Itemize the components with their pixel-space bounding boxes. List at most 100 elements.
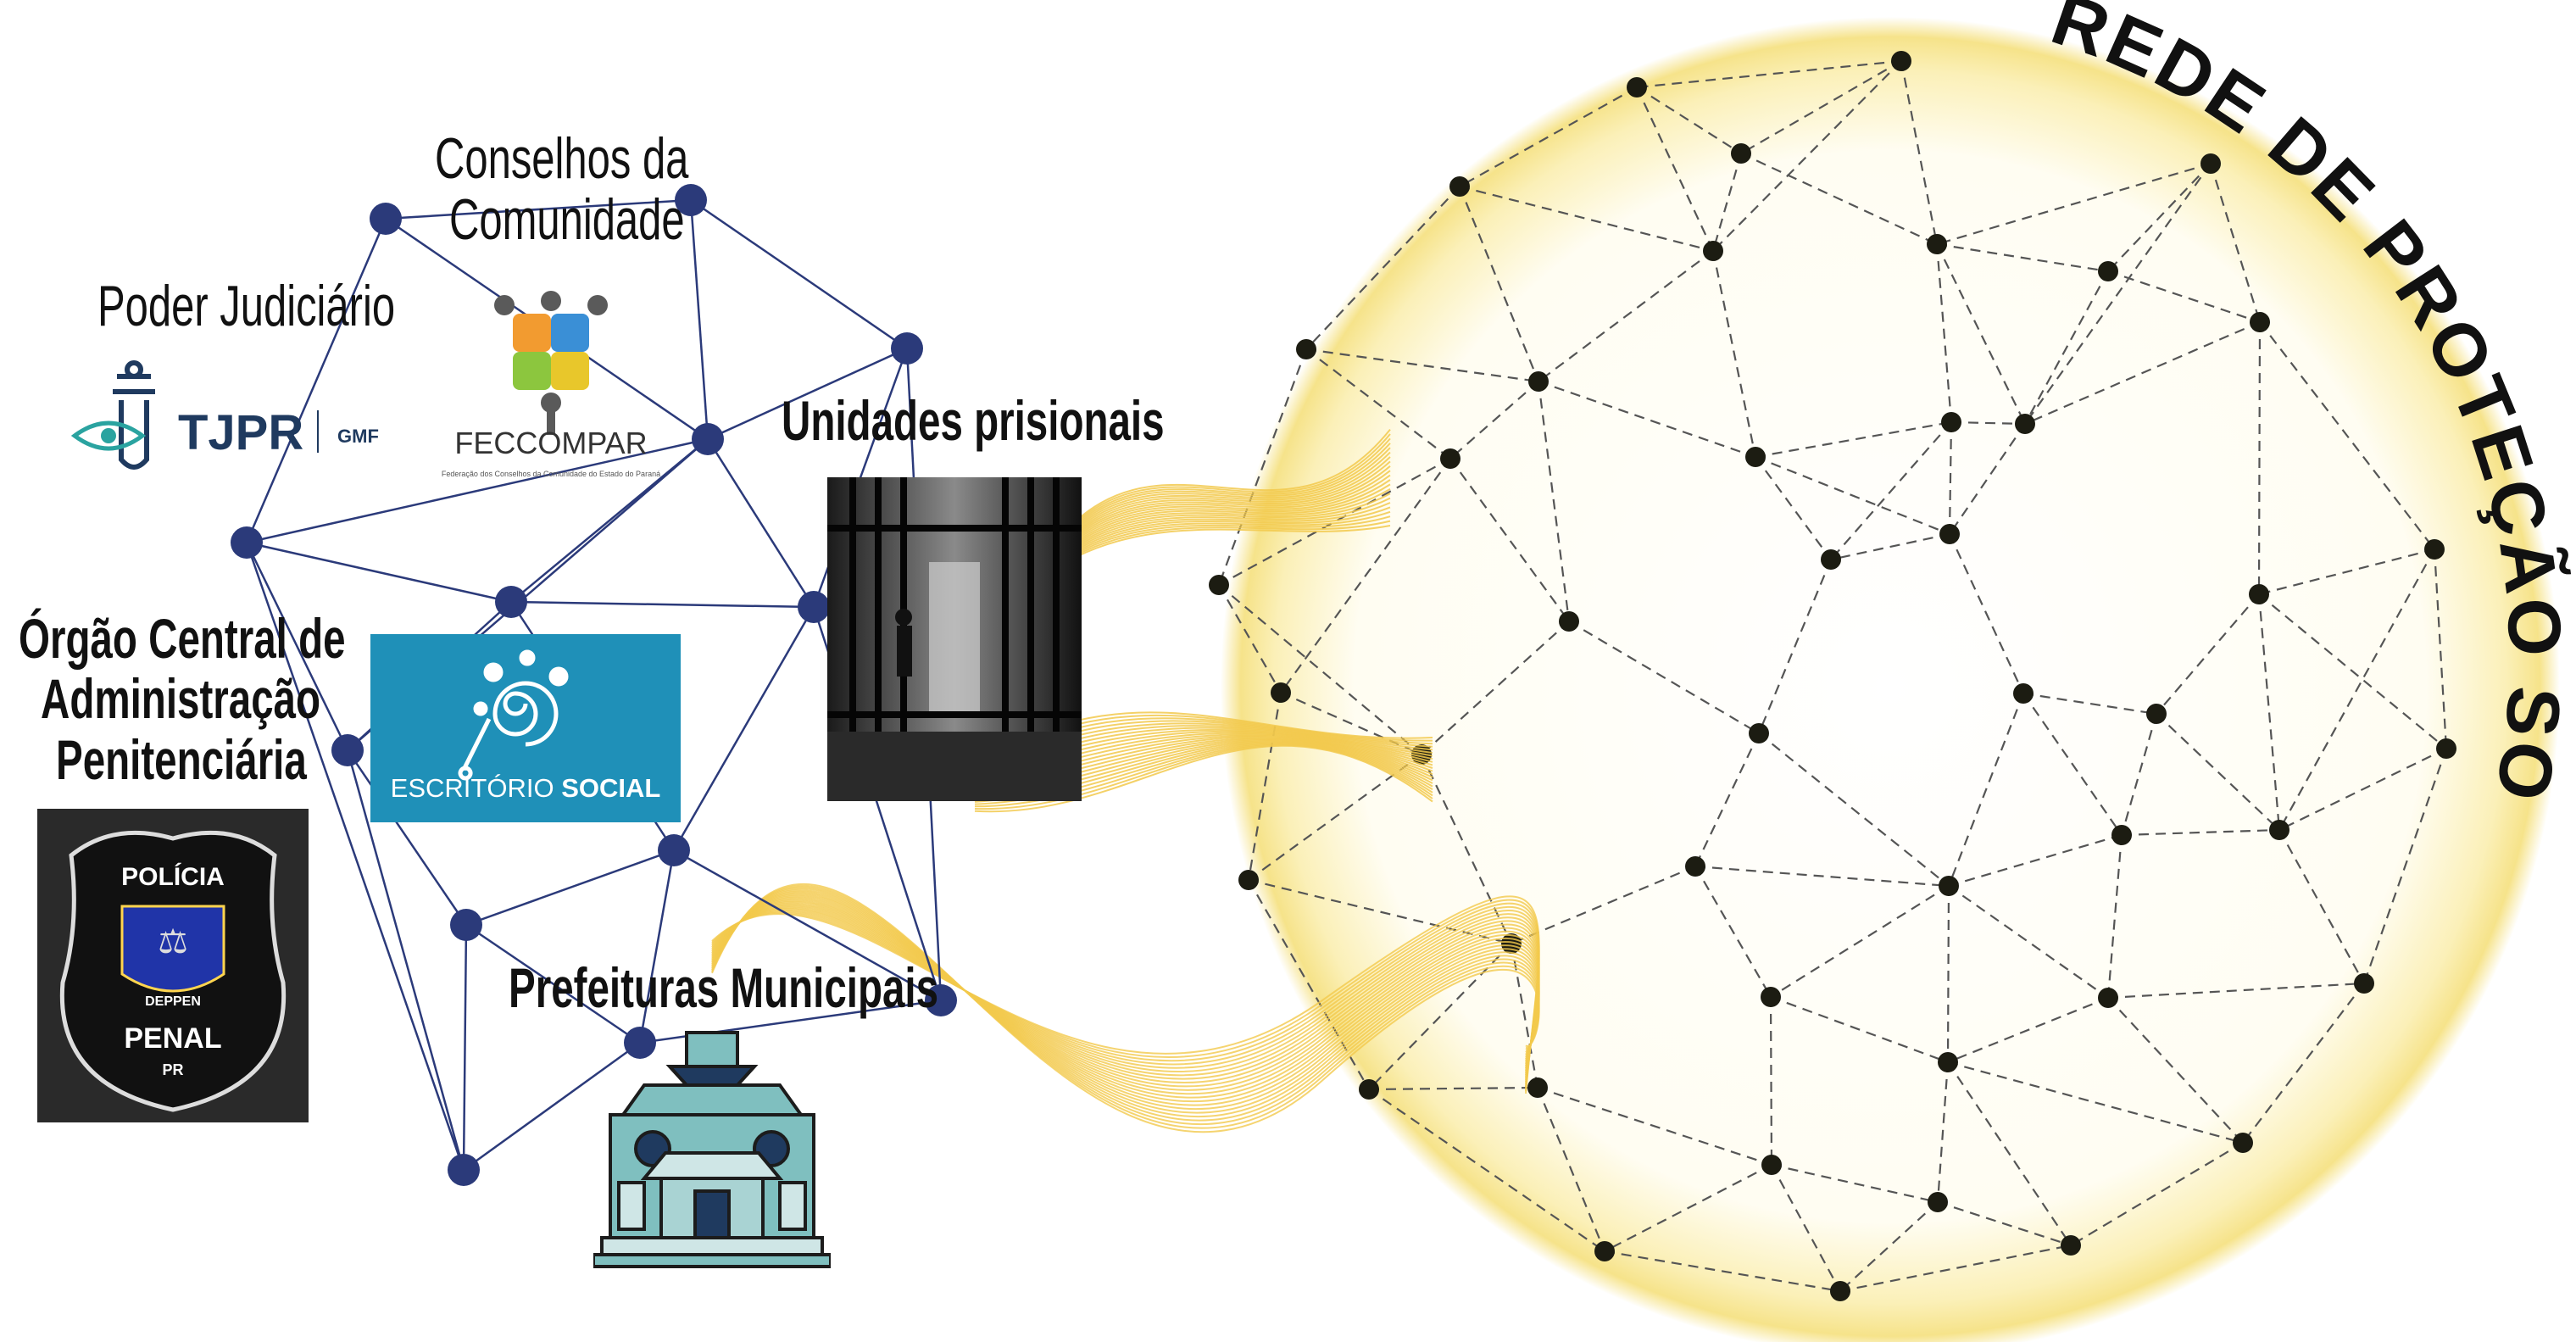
protection-edge	[1757, 559, 1833, 734]
institution-edge	[465, 849, 675, 927]
protection-node	[2098, 261, 2118, 281]
institution-edge	[245, 542, 465, 1171]
protection-edge	[1830, 421, 1952, 560]
protection-edge	[1947, 996, 2109, 1064]
institution-edge	[510, 438, 709, 603]
protection-node	[1749, 723, 1769, 743]
protection-edge	[1900, 60, 1939, 245]
protection-edge	[2259, 321, 2435, 550]
institution-edge	[246, 437, 709, 544]
protection-edge	[2024, 320, 2261, 426]
city-hall-icon	[593, 1031, 831, 1268]
circle-title: REDE DE PROTEÇÃO SOCIAL	[0, 0, 2574, 810]
protection-node	[1528, 371, 1549, 392]
protection-edge	[1280, 458, 1451, 693]
protection-node	[2436, 738, 2456, 759]
protection-edge	[1740, 153, 1938, 245]
protection-edge	[1947, 693, 2025, 887]
protection-node	[1209, 575, 1229, 595]
protection-edge	[1948, 885, 2109, 999]
label-prefeituras: Prefeituras Municipais	[509, 956, 939, 1019]
protection-edge	[1769, 996, 1773, 1166]
institution-edge	[385, 198, 692, 220]
wave-line	[974, 744, 1433, 813]
protection-node	[1559, 611, 1579, 632]
protection-node	[1938, 1052, 1958, 1072]
institution-node	[495, 586, 527, 618]
protection-edge	[2107, 270, 2261, 324]
protection-node	[1761, 987, 1781, 1007]
protection-edge	[1839, 1244, 2072, 1293]
protection-node	[2354, 973, 2374, 994]
protection-edge	[1947, 1061, 2072, 1246]
protection-edge	[2209, 163, 2262, 323]
institution-edge	[690, 198, 908, 350]
protection-edge	[1538, 380, 1756, 459]
protection-edge	[1305, 348, 1539, 383]
protection-node	[2146, 704, 2167, 724]
protection-edge	[1218, 458, 1451, 586]
wave-line	[974, 743, 1433, 810]
protection-node	[1891, 51, 1911, 71]
escritorio-social-logo: ESCRITÓRIO SOCIAL	[370, 634, 681, 822]
protection-edge	[1368, 1089, 1605, 1252]
spiral-icon	[458, 649, 569, 781]
institution-edge	[673, 849, 942, 1002]
pr-text: PR	[162, 1061, 183, 1078]
institution-edge	[245, 542, 349, 751]
protection-edge	[1770, 885, 1950, 998]
protection-node	[1449, 176, 1470, 197]
protection-edge	[1949, 533, 2024, 694]
protection-edge	[1459, 185, 1714, 253]
institution-node	[370, 203, 402, 235]
protection-edge	[1604, 1250, 1841, 1293]
institution-edge	[463, 1041, 641, 1172]
label-orgao-line2: Administração	[41, 667, 321, 730]
protection-edge	[1946, 885, 1950, 1063]
prison-cell-photo	[827, 477, 1082, 801]
protection-edge	[1536, 1087, 1606, 1252]
protection-edge	[1305, 186, 1460, 350]
institution-node	[231, 526, 263, 559]
institution-node	[891, 332, 923, 365]
protection-edge	[2024, 163, 2212, 425]
protection-node	[1440, 448, 1460, 469]
protection-edge	[1711, 250, 1757, 458]
protection-nodes	[1209, 51, 2456, 1301]
protection-node	[1745, 447, 1766, 467]
tjpr-text: TJPR	[178, 405, 303, 460]
protection-edge	[1771, 1163, 1939, 1204]
wave-line	[711, 884, 1540, 1129]
institution-node	[624, 1027, 656, 1059]
protection-edge	[2156, 593, 2260, 715]
tjpr-logo: TJPR GMF	[70, 360, 379, 470]
protection-node	[2111, 825, 2132, 845]
protection-node	[2269, 820, 2289, 840]
protection-node	[2249, 584, 2269, 604]
protection-edge	[1712, 60, 1902, 252]
wave-line	[711, 883, 1540, 1133]
label-orgao-line1: Órgão Central de	[19, 607, 346, 670]
protection-node	[2015, 414, 2035, 434]
protection-edge	[1758, 732, 1950, 887]
protection-node	[1594, 1241, 1615, 1261]
protection-edge	[2278, 829, 2365, 984]
protection-edge	[1947, 1061, 2244, 1144]
protection-edge	[1218, 584, 1282, 693]
protection-edge	[1636, 86, 1742, 154]
protection-node	[1939, 876, 1959, 896]
protection-edge	[1305, 348, 1451, 459]
protection-edge	[2120, 713, 2158, 836]
institution-edge	[672, 606, 815, 851]
feccompar-text: FECCOMPAR	[454, 426, 647, 460]
label-conselhos-line1: Conselhos da	[435, 126, 689, 191]
institution-node	[450, 909, 482, 941]
protection-node	[1821, 549, 1841, 570]
protection-edge	[1694, 732, 1760, 867]
puzzle-people-icon	[494, 291, 608, 435]
label-conselhos-line2: Comunidade	[449, 187, 685, 252]
institution-node	[331, 734, 364, 766]
protection-edge	[2022, 693, 2123, 836]
protection-edge	[1449, 381, 1539, 459]
